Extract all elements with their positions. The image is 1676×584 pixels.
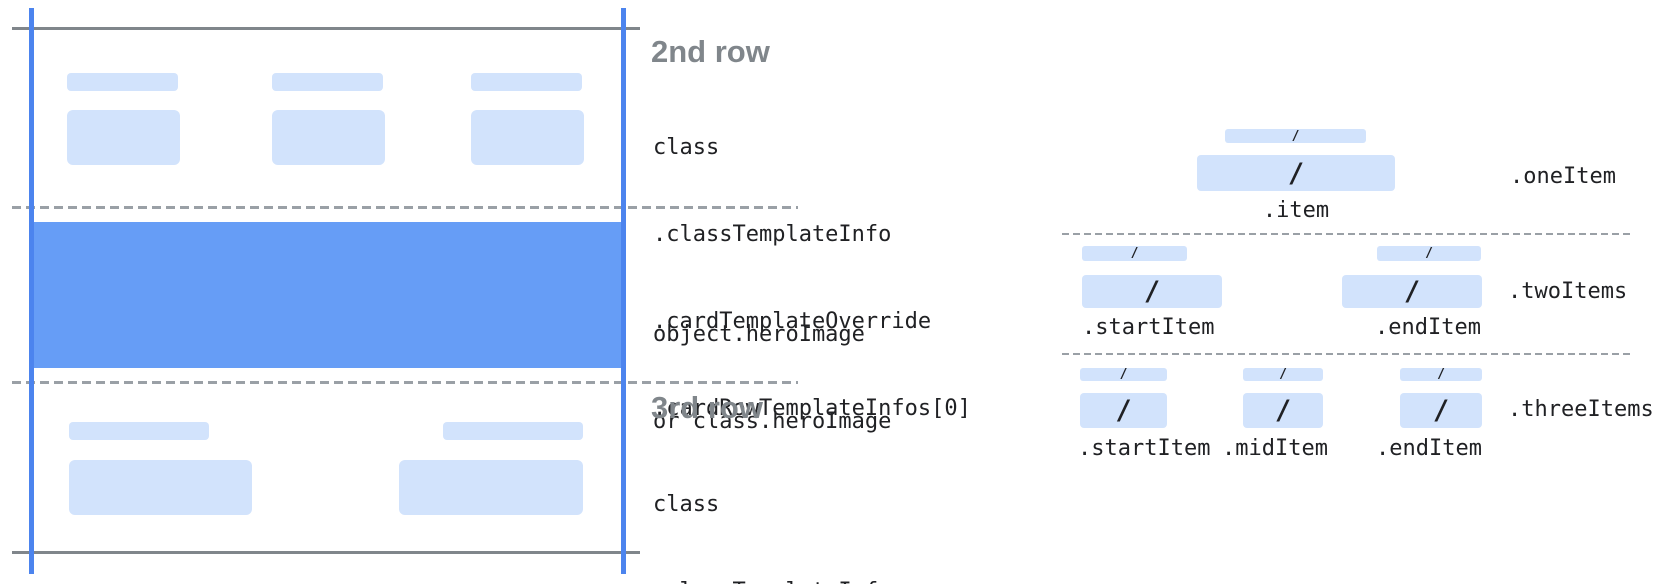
row2-col2-label-placeholder: [272, 73, 383, 91]
two-items-start-value-placeholder: /: [1082, 275, 1222, 308]
row-divider-dashed-bottom: [12, 381, 798, 384]
slash-glyph: /: [1130, 246, 1139, 261]
row3-col1-label-placeholder: [69, 422, 209, 440]
slash-glyph: /: [1425, 246, 1433, 261]
row3-col1-value-placeholder: [69, 460, 252, 515]
three-items-section-label: .threeItems: [1508, 397, 1654, 422]
row3-path-line: .classTemplateInfo: [653, 577, 971, 584]
row2-path-line: .cardRowTemplateInfos[0]: [653, 396, 971, 421]
row3-path-line: class: [653, 492, 720, 517]
start-item-caption: .startItem: [1078, 436, 1211, 461]
row2-col1-value-placeholder: [67, 110, 180, 165]
item-variant-divider-dashed: [1062, 353, 1630, 355]
two-items-section-label: .twoItems: [1508, 279, 1628, 304]
three-items-end-label-placeholder: /: [1400, 368, 1482, 381]
right-margin-guide-line: [621, 8, 626, 574]
hero-path-line: object.heroImage: [653, 322, 865, 347]
row2-col1-label-placeholder: [67, 73, 178, 91]
one-item-label-placeholder: /: [1225, 129, 1366, 143]
card-top-boundary-line: [12, 27, 640, 30]
two-items-start-label-placeholder: /: [1082, 246, 1187, 261]
end-item-caption: .endItem: [1376, 436, 1482, 461]
end-item-caption: .endItem: [1375, 315, 1481, 340]
three-items-mid-value-placeholder: /: [1243, 393, 1323, 428]
slash-glyph: /: [1437, 367, 1445, 382]
three-items-start-value-placeholder: /: [1080, 393, 1167, 428]
slash-glyph: /: [1403, 276, 1421, 307]
start-item-caption: .startItem: [1082, 315, 1215, 340]
slash-glyph: /: [1287, 157, 1305, 189]
hero-image-band: [31, 222, 623, 368]
row2-heading: 2nd row: [651, 34, 770, 69]
row2-path-line: .cardTemplateOverride: [653, 309, 932, 334]
row3-col2-value-placeholder: [399, 460, 583, 515]
slash-glyph: /: [1279, 367, 1287, 382]
card-bottom-boundary-line: [12, 551, 640, 554]
row3-col2-label-placeholder: [443, 422, 583, 440]
three-items-start-label-placeholder: /: [1080, 368, 1167, 381]
row3-field-path: class .classTemplateInfo .cardTemplateOv…: [653, 432, 971, 584]
row3-heading: 3rd row: [651, 390, 763, 425]
hero-image-field-path: object.heroImage or class.heroImage: [653, 262, 891, 494]
slash-glyph: /: [1143, 276, 1161, 307]
three-items-mid-label-placeholder: /: [1243, 368, 1323, 381]
row2-path-line: .classTemplateInfo: [653, 222, 892, 247]
slash-glyph: /: [1115, 395, 1132, 426]
row2-col3-label-placeholder: [471, 73, 582, 91]
three-items-end-value-placeholder: /: [1400, 393, 1482, 428]
left-margin-guide-line: [29, 8, 34, 574]
row-divider-dashed-top: [12, 206, 798, 209]
slash-glyph: /: [1432, 395, 1450, 426]
hero-path-line: or class.heroImage: [653, 409, 892, 434]
one-item-value-placeholder: /: [1197, 155, 1395, 191]
slash-glyph: /: [1274, 395, 1292, 426]
row2-field-path: class .classTemplateInfo .cardTemplateOv…: [653, 75, 971, 481]
item-caption: .item: [1262, 198, 1330, 223]
item-variant-divider-dashed: [1062, 233, 1630, 235]
two-items-end-label-placeholder: /: [1377, 246, 1481, 261]
slash-glyph: /: [1119, 367, 1128, 382]
row2-col2-value-placeholder: [272, 110, 385, 165]
slash-glyph: /: [1291, 128, 1300, 144]
row2-col3-value-placeholder: [471, 110, 584, 165]
two-items-end-value-placeholder: /: [1342, 275, 1482, 308]
mid-item-caption: .midItem: [1222, 436, 1328, 461]
one-item-section-label: .oneItem: [1510, 164, 1616, 189]
row2-path-line: class: [653, 135, 720, 160]
